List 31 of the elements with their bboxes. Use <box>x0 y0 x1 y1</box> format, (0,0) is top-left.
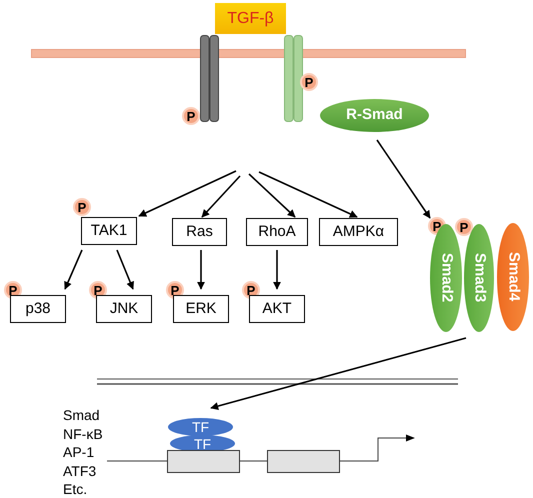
arrow <box>210 337 466 410</box>
protein-box: AMPKα <box>319 218 398 246</box>
protein-box: JNK <box>96 295 152 323</box>
gene-box <box>267 450 340 473</box>
transcription-factor-label: ATF3 <box>63 462 98 480</box>
arrow <box>273 250 281 290</box>
receptor <box>284 35 303 122</box>
ligand-box: TGF-β <box>215 3 286 34</box>
protein-box: ERK <box>173 295 229 323</box>
protein-box: Ras <box>172 218 227 246</box>
transcription-factor-oval: TF <box>168 418 233 436</box>
gene-box <box>167 450 240 473</box>
arrow <box>376 140 431 219</box>
arrow <box>116 250 134 290</box>
transcription-factor-label: NF-κB <box>63 424 103 443</box>
protein-box: RhoA <box>246 218 308 246</box>
arrow <box>64 250 83 290</box>
transcription-factor-label: AP-1 <box>63 443 96 462</box>
arrow <box>138 170 236 217</box>
arrow <box>258 171 358 218</box>
receptor <box>200 35 219 122</box>
protein-box: p38 <box>10 295 66 323</box>
arrow <box>248 173 296 218</box>
protein-oval: R-Smad <box>320 99 429 132</box>
transcription-factor-label: Etc. <box>63 480 88 498</box>
protein-oval: Smad4 <box>497 223 529 331</box>
transcription-factor-label: Smad <box>63 406 101 424</box>
protein-box: TAK1 <box>81 217 137 245</box>
arrow <box>201 175 241 218</box>
arrow <box>197 250 205 290</box>
protein-box: AKT <box>249 295 305 323</box>
